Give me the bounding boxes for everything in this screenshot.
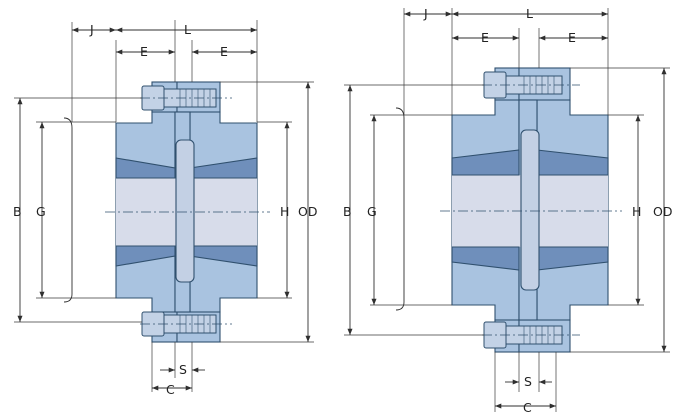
left-taper-tl bbox=[115, 157, 176, 179]
right-label-j: J bbox=[423, 6, 428, 21]
right-label-h: H bbox=[632, 204, 641, 219]
right-label-l: L bbox=[526, 6, 533, 21]
right-taper-tl bbox=[451, 149, 520, 176]
right-label-od: OD bbox=[653, 204, 672, 219]
left-label-g: G bbox=[36, 204, 46, 219]
left-label-od: OD bbox=[298, 204, 317, 219]
left-taper-bl bbox=[115, 245, 176, 267]
left-bracket-g bbox=[63, 117, 73, 303]
left-label-h: H bbox=[280, 204, 289, 219]
right-bracket-g bbox=[395, 107, 405, 311]
left-label-e1: E bbox=[140, 44, 148, 59]
right-taper-bl bbox=[451, 246, 520, 271]
right-label-b: B bbox=[343, 204, 352, 219]
left-elastic-element bbox=[175, 139, 195, 283]
left-label-e2: E bbox=[220, 44, 228, 59]
right-label-g: G bbox=[367, 204, 377, 219]
left-label-j: J bbox=[89, 22, 94, 37]
right-label-e1: E bbox=[481, 30, 489, 45]
left-label-b: B bbox=[13, 204, 22, 219]
right-label-s: S bbox=[524, 374, 532, 389]
left-label-s: S bbox=[179, 362, 187, 377]
left-label-l: L bbox=[184, 22, 191, 37]
right-label-e2: E bbox=[568, 30, 576, 45]
left-coupling: J L E E B G H OD S C bbox=[13, 20, 317, 397]
right-coupling: J L E E B G H OD S C bbox=[343, 6, 672, 415]
right-elastic-element bbox=[520, 129, 540, 291]
left-label-c: C bbox=[166, 382, 175, 397]
right-label-c: C bbox=[523, 400, 532, 415]
